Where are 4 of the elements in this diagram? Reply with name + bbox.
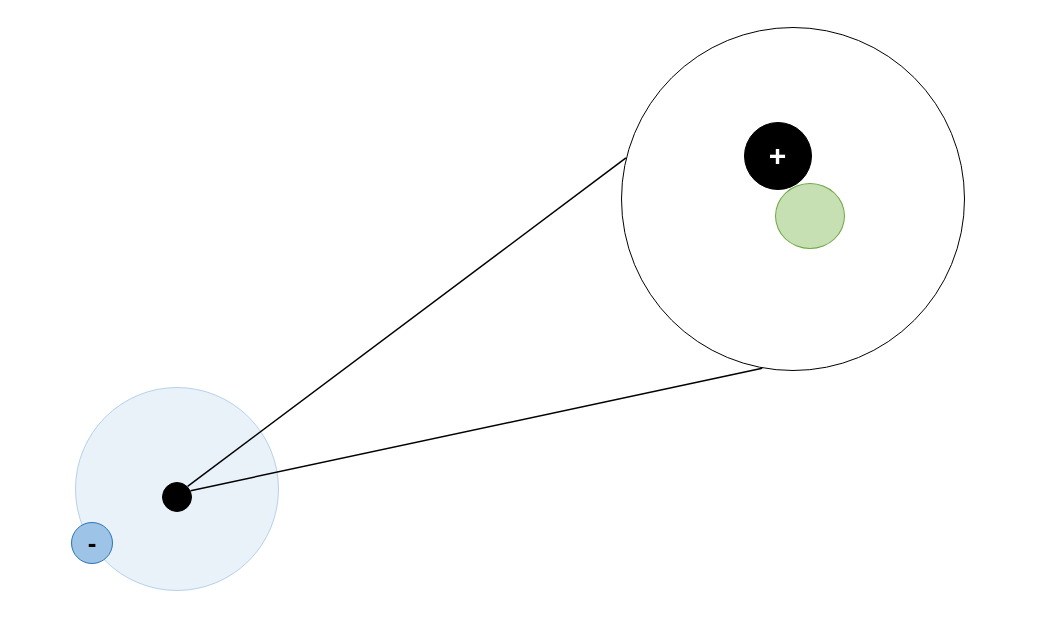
proton: + <box>743 121 812 190</box>
zoom-line <box>189 367 763 492</box>
nucleus-dot <box>161 481 192 512</box>
zoom-line <box>186 157 627 488</box>
